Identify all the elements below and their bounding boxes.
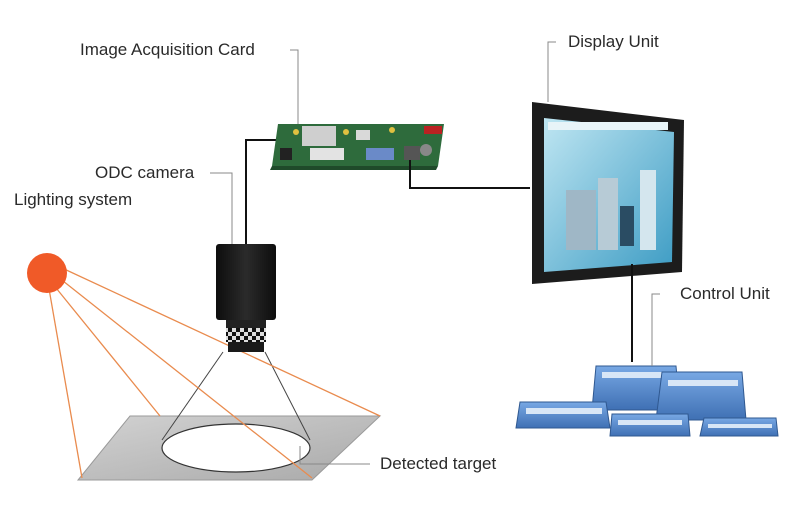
light-rays xyxy=(47,267,381,479)
label-display-unit: Display Unit xyxy=(568,32,659,51)
camera-cable xyxy=(245,139,282,244)
label-detected-target: Detected target xyxy=(380,454,497,473)
display-monitor-icon xyxy=(532,102,684,284)
label-lighting-system: Lighting system xyxy=(14,190,133,209)
camera-icon xyxy=(216,244,276,352)
lighting-source-icon xyxy=(27,253,67,293)
label-acquisition-card: Image Acquisition Card xyxy=(80,40,255,59)
detected-target-ellipse xyxy=(161,423,311,473)
control-box-icon xyxy=(515,365,779,437)
label-odc-camera: ODC camera xyxy=(95,163,195,182)
display-cable xyxy=(409,160,530,189)
label-control-unit: Control Unit xyxy=(680,284,770,303)
leader-lines xyxy=(210,41,660,465)
acquisition-board-icon xyxy=(270,124,444,170)
